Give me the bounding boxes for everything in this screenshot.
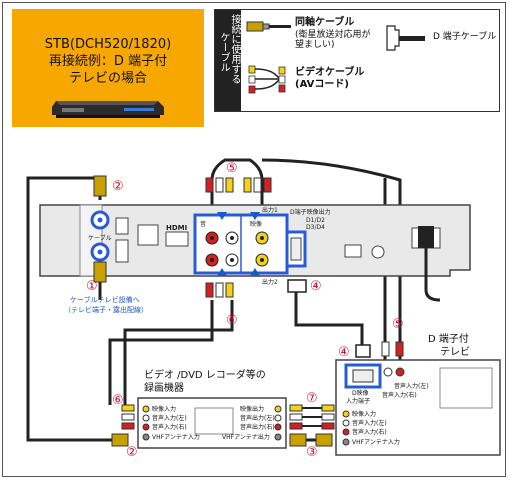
cable-legend: 接続に使用する ケーブル 同軸ケーブル (衛星放送対応用が 望ましい) D 端子… <box>214 9 500 112</box>
legend-side-line-1: 接続に使用する <box>229 14 240 84</box>
rca-plugs-bottom <box>205 282 234 298</box>
d-terminal-cable <box>294 292 364 345</box>
tv-audio-in-r: 音声入力(右) <box>352 428 387 436</box>
panel-label-hdmi: HDMI <box>166 224 187 232</box>
tv-d-terminal-1: D映像 <box>352 389 369 397</box>
step-badges: ② ① ⑤ ⑥ ④ ⑤ ④ ⑥ ② ⑦ ③ <box>86 161 404 460</box>
coax-cable-icon <box>246 21 291 32</box>
badge-2a: ② <box>112 179 124 194</box>
recorder-rca-plugs <box>121 404 335 430</box>
recorder-title-1: ビデオ /DVD レコーダ等の <box>144 368 266 381</box>
recorder-title-2: 録画機器 <box>144 381 184 394</box>
panel-label-out2: 出力2 <box>262 278 278 286</box>
recorder-audio-out-l: 音声出力(左) <box>240 414 275 422</box>
title-box: STB(DCH520/1820) 再接続例：D 端子付 テレビの場合 <box>12 9 204 127</box>
badge-6a: ⑥ <box>226 313 238 328</box>
legend-cable-icons <box>246 21 291 94</box>
badge-5b: ⑤ <box>392 317 404 332</box>
badge-5a: ⑤ <box>226 161 238 176</box>
recorder-audio-in-r: 音声入力(右) <box>152 423 187 431</box>
tv-audio-r: 音声入力(右) <box>382 391 417 399</box>
badge-3: ③ <box>306 445 318 460</box>
recorder-audio-out-r: 音声出力(右) <box>240 423 275 431</box>
av-jacks-bottom <box>205 253 269 267</box>
legend-side-line-2: ケーブル <box>218 32 229 72</box>
legend-d-terminal-label: D 端子ケーブル <box>433 32 497 42</box>
recorder-vhf-in: VHFアンテナ入力 <box>152 433 200 441</box>
badge-7: ⑦ <box>306 391 318 406</box>
recorder-vhf-out: VHFアンテナ出力 <box>222 433 270 441</box>
legend-coax-note-1: (衛星放送対応用が <box>295 30 371 40</box>
panel-label-d-terminal: D端子映像出力 <box>290 208 331 216</box>
recorder-video-in: 映像入力 <box>152 405 176 413</box>
tv-video-in: 映像入力 <box>352 410 376 418</box>
badge-4a: ④ <box>310 279 322 294</box>
d-terminal-cable-icon <box>386 25 425 51</box>
panel-label-d-format-2: D3/D4 <box>306 224 325 231</box>
badge-1: ① <box>86 279 98 294</box>
d-terminal-plug <box>287 279 307 293</box>
recorder-audio-in-l: 音声入力(左) <box>152 414 187 422</box>
panel-label-d-format-1: D1/D2 <box>306 217 325 224</box>
title-line-2: 再接続例：D 端子付 <box>48 54 168 69</box>
tv-box <box>335 359 501 456</box>
stb-rear-panel <box>39 204 471 302</box>
av-cable-to-recorder <box>108 300 214 405</box>
tv-title-2: テレビ <box>440 346 470 358</box>
title-line-3: テレビの場合 <box>68 71 147 86</box>
badge-4b: ④ <box>338 345 350 360</box>
rca-plugs-top <box>205 177 272 193</box>
tv-vhf-in: VHFアンテナ入力 <box>352 438 400 446</box>
coax-connectors <box>93 175 333 447</box>
diagram-frame <box>2 2 506 477</box>
av-cable-to-tv <box>261 158 402 360</box>
legend-side-label: 接続に使用する ケーブル <box>215 10 241 111</box>
panel-label-video: 映像 <box>250 220 262 228</box>
legend-coax-label: 同軸ケーブル <box>295 17 355 28</box>
title-line-1: STB(DCH520/1820) <box>44 37 172 52</box>
tv-audio-l: 音声入力(左) <box>394 382 429 390</box>
tv-title-1: D 端子付 <box>428 332 469 345</box>
recorder-video-out: 映像出力 <box>240 405 264 413</box>
recorder-box <box>137 397 287 449</box>
legend-video-sub: (AVコード) <box>295 79 349 90</box>
cable-note-line-2: （テレビ端子・露出配線） <box>64 305 148 314</box>
panel-label-cable: ケーブル <box>88 234 112 242</box>
badge-6b: ⑥ <box>112 393 124 408</box>
tv-d-terminal-2: 入力端子 <box>346 397 370 405</box>
panel-label-audio: 音 <box>200 220 206 228</box>
cable-note-line-1: ケーブルテレビ設備へ <box>70 295 140 304</box>
tv-audio-in-l: 音声入力(左) <box>352 419 387 427</box>
video-cable-icon <box>248 65 286 94</box>
panel-label-out1: 出力1 <box>262 206 278 214</box>
legend-video-label: ビデオケーブル <box>295 67 365 78</box>
legend-coax-note-2: 望ましい) <box>295 40 335 50</box>
stb-device-image <box>52 101 164 118</box>
av-jacks-top <box>205 231 269 245</box>
badge-2b: ② <box>126 445 138 460</box>
